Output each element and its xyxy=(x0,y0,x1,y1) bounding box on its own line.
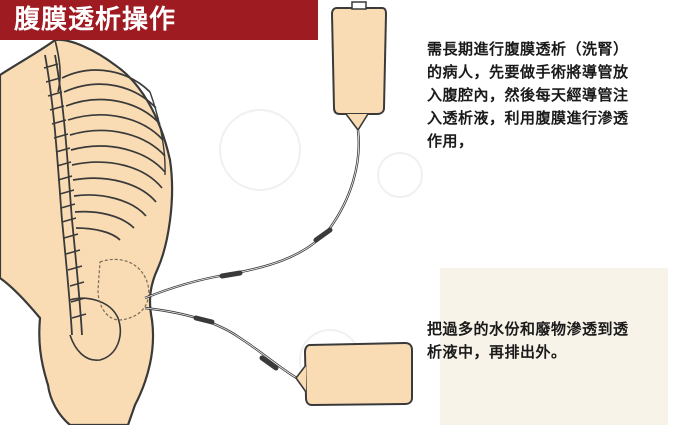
dialysate-bag-bottom xyxy=(295,341,413,407)
tube-connector-1 xyxy=(313,227,333,243)
caption-bottom: 把過多的水份和廢物滲透到透 析液中，再排出外。 xyxy=(427,318,629,364)
caption-bottom-line: 把過多的水份和廢物滲透到透 xyxy=(427,320,629,338)
caption-top-line: 入透析液，利用腹膜進行滲透 xyxy=(427,109,629,127)
caption-top-line: 的病人，先要做手術將導管放 xyxy=(427,63,629,81)
page-title: 腹膜透析操作 xyxy=(0,0,318,40)
caption-top-line: 作用， xyxy=(427,132,474,150)
tube-connector-3 xyxy=(193,315,215,325)
dialysate-bag-top xyxy=(330,1,388,132)
caption-top-line: 入腹腔內，然後每天經導管注 xyxy=(427,86,629,104)
pelvis xyxy=(69,297,122,361)
torso-figure xyxy=(0,38,174,425)
caption-top-line: 需長期進行腹膜透析（洗腎） xyxy=(427,40,629,58)
abdominal-cavity xyxy=(97,258,150,321)
caption-top: 需長期進行腹膜透析（洗腎） 的病人，先要做手術將導管放 入腹腔內，然後每天經導管… xyxy=(427,38,629,153)
shoulder-line xyxy=(54,39,61,93)
tube-connector-2 xyxy=(219,270,243,279)
caption-bottom-line: 析液中，再排出外。 xyxy=(427,343,567,361)
tube-connector-4 xyxy=(259,355,279,371)
inflow-tube xyxy=(144,129,360,300)
caption-background-panel xyxy=(440,268,668,425)
ribcage xyxy=(61,69,166,241)
